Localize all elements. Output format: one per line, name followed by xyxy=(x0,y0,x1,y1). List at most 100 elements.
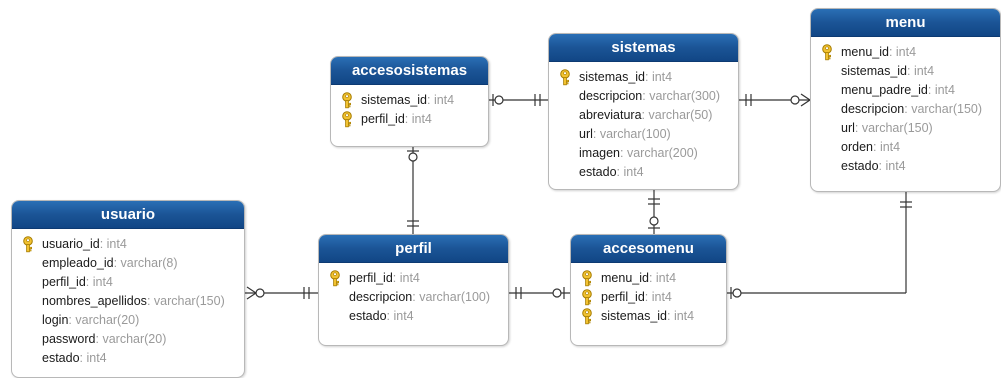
field-name: sistemas_id xyxy=(361,93,427,107)
field-type: int4 xyxy=(92,275,113,289)
field-separator: : xyxy=(620,146,627,160)
field-type: int4 xyxy=(411,112,432,126)
entity-header: perfil xyxy=(319,235,508,263)
field-separator: : xyxy=(854,121,862,135)
field-row-menu-id[interactable]: menu_id: int4 xyxy=(571,269,726,288)
field-row-sistemas-id[interactable]: sistemas_id: int4 xyxy=(331,91,488,110)
field-separator: : xyxy=(427,93,434,107)
field-type: varchar(150) xyxy=(153,294,225,308)
field-type: int4 xyxy=(673,309,695,323)
field-type: int4 xyxy=(399,271,420,285)
field-row-url[interactable]: url: varchar(150) xyxy=(811,119,1000,138)
field-separator: : xyxy=(113,256,121,270)
field-separator: : xyxy=(392,271,400,285)
field-row-imagen[interactable]: imagen: varchar(200) xyxy=(549,144,738,163)
field-type: varchar(150) xyxy=(911,102,983,116)
connector-zero-circle xyxy=(255,288,265,298)
field-row-menu-padre-id[interactable]: menu_padre_id: int4 xyxy=(811,81,1000,100)
field-row-descripcion[interactable]: descripcion: varchar(300) xyxy=(549,87,738,106)
field-row-password[interactable]: password: varchar(20) xyxy=(12,330,244,349)
field-row-empleado-id[interactable]: empleado_id: varchar(8) xyxy=(12,254,244,273)
field-separator: : xyxy=(412,290,420,304)
connector-zero-circle xyxy=(408,152,418,162)
entity-header: accesosistemas xyxy=(331,57,488,85)
field-name: perfil_id xyxy=(601,290,645,304)
field-row-estado[interactable]: estado: int4 xyxy=(811,157,1000,176)
field-row-abreviatura[interactable]: abreviatura: varchar(50) xyxy=(549,106,738,125)
field-row-perfil-id[interactable]: perfil_id: int4 xyxy=(331,110,488,129)
field-separator: : xyxy=(592,127,600,141)
field-name: url xyxy=(579,127,593,141)
field-type: varchar(200) xyxy=(626,146,698,160)
field-row-sistemas-id[interactable]: sistemas_id: int4 xyxy=(811,62,1000,81)
field-type: varchar(300) xyxy=(649,89,721,103)
field-separator: : xyxy=(146,294,154,308)
field-name: menu_padre_id xyxy=(841,83,928,97)
field-row-nombres-apellidos[interactable]: nombres_apellidos: varchar(150) xyxy=(12,292,244,311)
field-name: empleado_id xyxy=(42,256,114,270)
field-separator: : xyxy=(404,112,412,126)
connector-line xyxy=(246,286,257,294)
field-type: int4 xyxy=(885,159,906,173)
field-separator: : xyxy=(907,64,914,78)
field-name: descripcion xyxy=(841,102,905,116)
primary-key-icon xyxy=(582,289,592,306)
field-type: int4 xyxy=(651,290,672,304)
field-name: menu_id xyxy=(601,271,649,285)
field-separator: : xyxy=(648,271,656,285)
field-row-estado[interactable]: estado: int4 xyxy=(12,349,244,368)
field-type: int4 xyxy=(934,83,955,97)
field-row-menu-id[interactable]: menu_id: int4 xyxy=(811,43,1000,62)
field-name: login xyxy=(42,313,69,327)
field-row-descripcion[interactable]: descripcion: varchar(150) xyxy=(811,100,1000,119)
field-row-orden[interactable]: orden: int4 xyxy=(811,138,1000,157)
field-name: estado xyxy=(579,165,617,179)
field-separator: : xyxy=(99,237,107,251)
field-row-descripcion[interactable]: descripcion: varchar(100) xyxy=(319,288,508,307)
connector-line xyxy=(246,292,257,300)
field-row-estado[interactable]: estado: int4 xyxy=(319,307,508,326)
connector-zero-circle xyxy=(790,95,800,105)
field-row-url[interactable]: url: varchar(100) xyxy=(549,125,738,144)
field-row-perfil-id[interactable]: perfil_id: int4 xyxy=(319,269,508,288)
field-type: varchar(100) xyxy=(599,127,671,141)
field-row-login[interactable]: login: varchar(20) xyxy=(12,311,244,330)
field-row-perfil-id[interactable]: perfil_id: int4 xyxy=(12,273,244,292)
field-row-usuario-id[interactable]: usuario_id: int4 xyxy=(12,235,244,254)
connector-zero-circle xyxy=(552,288,562,298)
connector-zero-circle xyxy=(494,95,504,105)
field-type: int4 xyxy=(106,237,127,251)
field-row-sistemas-id[interactable]: sistemas_id: int4 xyxy=(549,68,738,87)
connector-zero-circle xyxy=(732,288,742,298)
field-name: estado xyxy=(349,309,387,323)
field-name: estado xyxy=(42,351,80,365)
field-type: int4 xyxy=(393,309,414,323)
field-name: sistemas_id xyxy=(841,64,907,78)
field-row-perfil-id[interactable]: perfil_id: int4 xyxy=(571,288,726,307)
field-separator: : xyxy=(645,70,652,84)
field-name: perfil_id xyxy=(349,271,393,285)
field-type: int4 xyxy=(623,165,644,179)
field-type: int4 xyxy=(655,271,677,285)
primary-key-icon xyxy=(23,236,33,253)
field-separator: : xyxy=(667,309,674,323)
primary-key-icon xyxy=(582,270,592,287)
field-type: varchar(20) xyxy=(75,313,140,327)
field-name: password xyxy=(42,332,96,346)
field-row-estado[interactable]: estado: int4 xyxy=(549,163,738,182)
field-name: perfil_id xyxy=(42,275,86,289)
field-name: menu_id xyxy=(841,45,889,59)
field-type: int4 xyxy=(895,45,917,59)
field-row-sistemas-id[interactable]: sistemas_id: int4 xyxy=(571,307,726,326)
primary-key-icon xyxy=(330,270,340,287)
